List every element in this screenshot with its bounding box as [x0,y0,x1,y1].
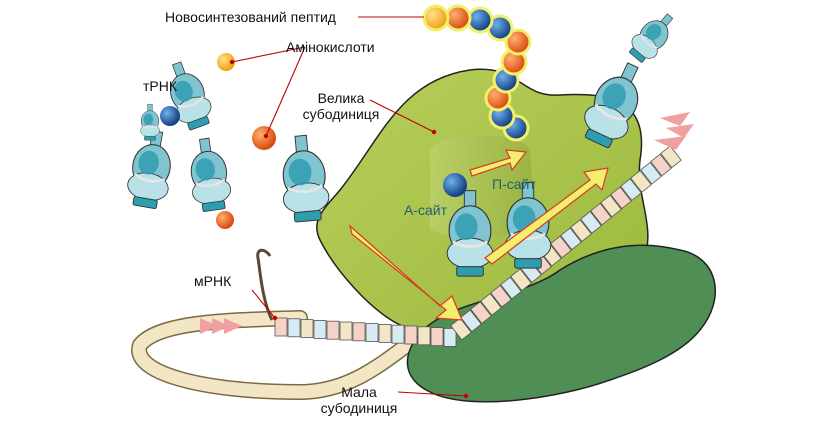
amino-acid-yellow [217,53,235,71]
label-large-subunit-line1: Велика [317,90,365,106]
direction-chevrons-left [200,318,242,334]
mrna-codon [640,161,662,185]
amino-acid-orange [216,211,234,229]
direction-chevrons-right [654,112,694,150]
amino-acid-blue [160,106,180,126]
mrna-codon [620,178,642,201]
movement-arrows [348,149,609,321]
label-a-site: А-сайт [404,202,448,218]
trna [584,62,639,149]
mrna-codon [580,211,602,234]
trna [446,190,494,277]
leader-dots [229,59,469,399]
mrna-codon [339,321,353,341]
label-trna: тРНК [143,78,178,94]
mrna-codon [450,317,472,341]
mrna-codon [430,327,444,347]
label-small-subunit-line1: Мала [341,384,377,400]
mrna-codon [630,170,652,193]
mrna-codon [500,276,522,300]
mrna-codon [313,319,327,339]
mrna-codon [600,194,622,218]
mrna-codon [550,235,572,259]
mrna-codon [417,326,431,346]
amino-acid-orange [252,126,276,150]
mrna-codon [650,153,672,177]
trna [170,61,212,131]
label-peptide: Новосинтезований пептид [165,9,336,25]
mrna-codon [480,293,502,316]
mrna-codon [570,219,592,242]
trna [140,103,160,141]
peptide-amino-acid [504,28,532,56]
mrna-codon [610,186,632,210]
mrna-codon [660,145,682,169]
mrna-codon [510,268,532,292]
trna-group [127,13,674,277]
mrna-codon [490,284,512,308]
trna [127,130,171,210]
label-amino-acids: Амінокислоти [286,39,375,55]
trna [282,134,330,223]
mrna-codon [560,227,582,251]
amino-acid-a-site [443,173,467,197]
peptide-amino-acid [422,4,450,32]
mrna-codon [274,317,288,337]
peptide-chain [422,4,532,142]
mrna-codon [352,322,366,342]
mrna-codon [300,319,314,339]
label-large-subunit-line2: субодиниця [302,106,380,122]
mrna-codon [404,325,418,345]
mrna-codon [326,320,340,340]
leader-lines [231,16,467,397]
trna [629,13,674,63]
mrna-codon [443,327,457,347]
label-large-subunit: Велика субодиниця [296,90,386,122]
mrna-codon [460,309,482,333]
mrna-codon [590,202,612,226]
small-subunit [406,244,717,403]
trna [190,137,232,212]
peptide-amino-acid [466,6,494,34]
mrna-codon [378,323,392,343]
label-small-subunit-line2: субодиниця [320,400,398,416]
mrna-codon [365,323,379,343]
peptide-amino-acid [444,4,472,32]
label-p-site: П-сайт [492,176,536,192]
mrna-codon [470,301,492,324]
label-mrna: мРНК [194,273,232,289]
label-small-subunit: Мала субодиниця [314,384,404,416]
mrna-codon [391,324,405,344]
trna [504,182,552,269]
mrna-codon [287,318,301,338]
